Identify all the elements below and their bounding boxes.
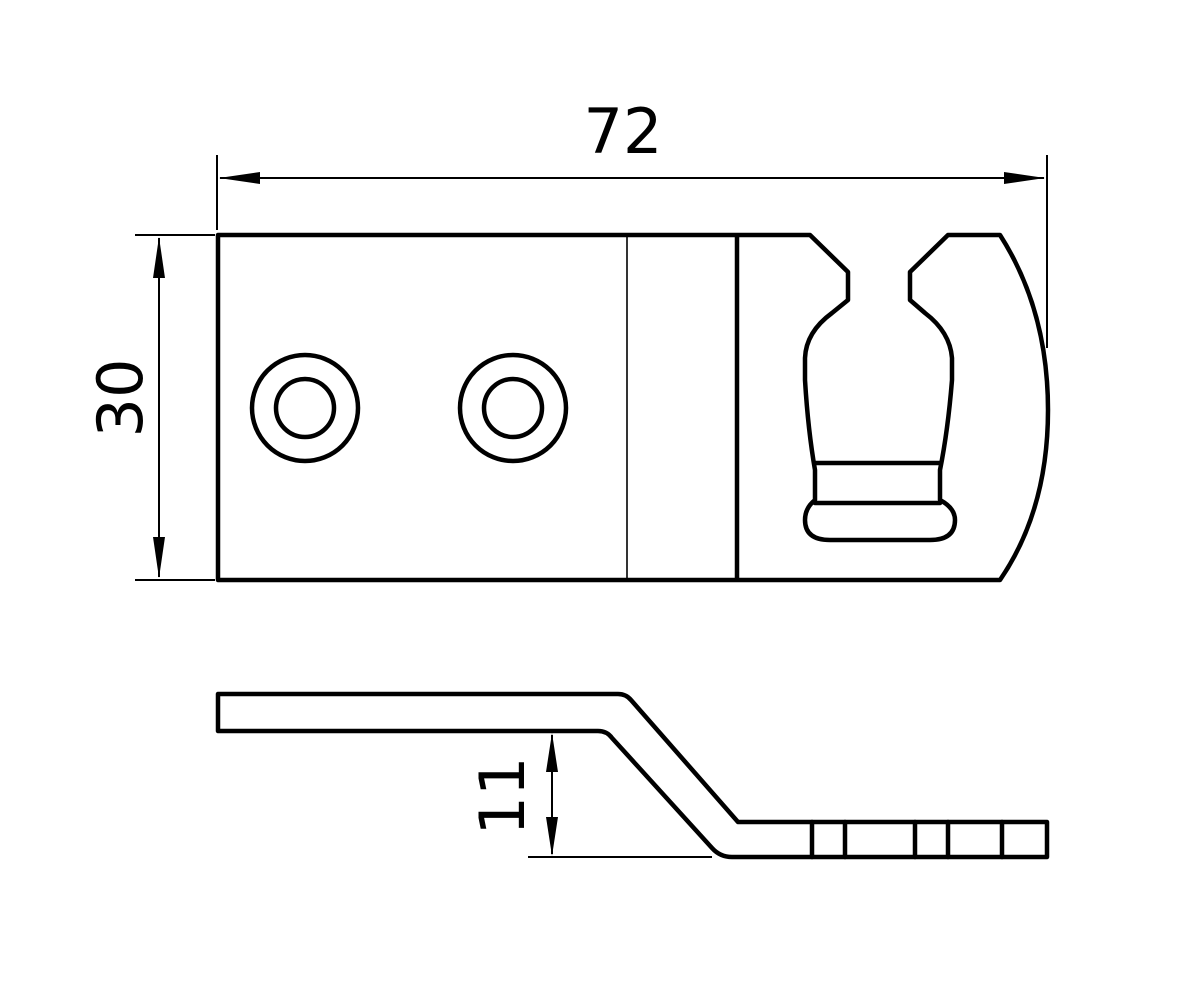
dimension-label-offset: 11: [466, 757, 539, 836]
side-view: [215, 691, 1050, 860]
hole-right-inner: [481, 376, 545, 440]
top-view: [215, 232, 1051, 583]
dimension-label-height: 30: [84, 359, 157, 438]
dimension-width: 72: [216, 95, 1048, 348]
arrowhead-left: [219, 172, 260, 184]
arrowhead-offset-bottom: [546, 817, 558, 856]
arrowhead-offset-top: [546, 733, 558, 772]
hole-left-inner: [273, 376, 337, 440]
side-profile-outline: [215, 691, 1050, 860]
arrowhead-right: [1004, 172, 1045, 184]
arrowhead-bottom: [153, 537, 165, 578]
dimension-label-width: 72: [584, 95, 663, 168]
plate-outline: [215, 232, 1051, 583]
dimension-height: 30: [84, 234, 215, 581]
arrowhead-top: [153, 237, 165, 278]
hole-left-outer: [249, 352, 361, 464]
hole-right-outer: [457, 352, 569, 464]
dimension-offset: 11: [466, 733, 712, 858]
